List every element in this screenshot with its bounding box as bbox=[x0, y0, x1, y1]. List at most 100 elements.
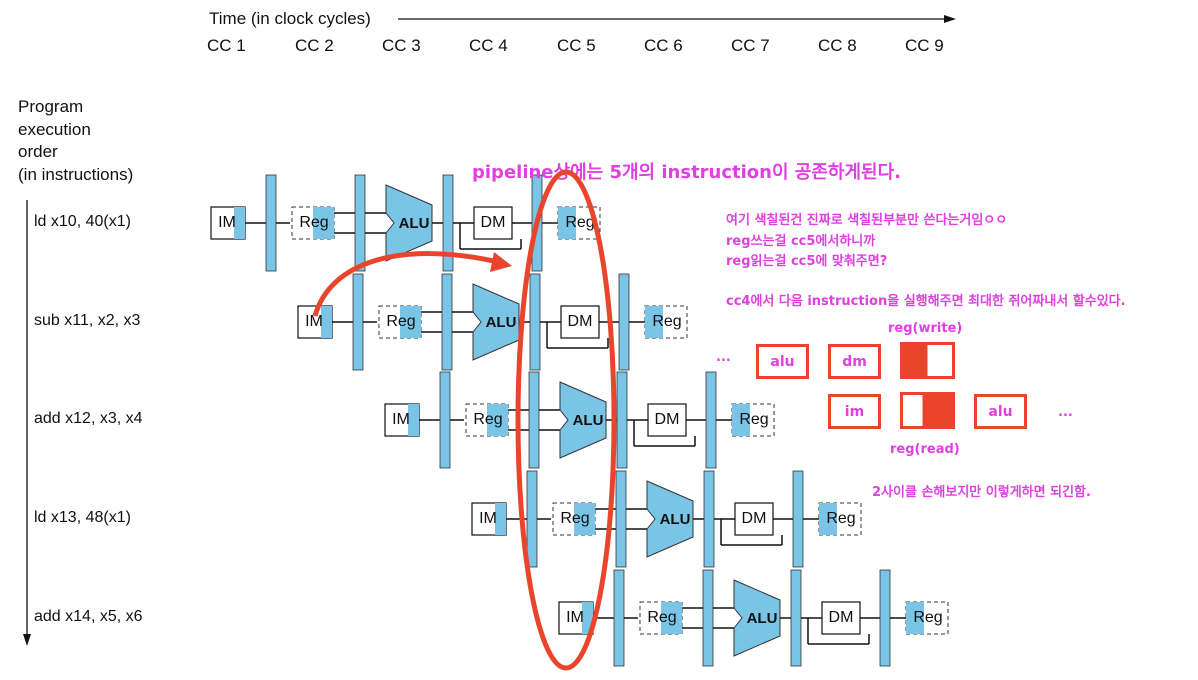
alu-shape bbox=[733, 579, 781, 657]
alu-label: ALU bbox=[660, 511, 691, 528]
pipeline-register bbox=[352, 273, 364, 371]
cc-label: CC 4 bbox=[469, 36, 508, 55]
reg-write-box bbox=[900, 342, 955, 379]
reg-label: Reg bbox=[560, 510, 589, 527]
order-axis-label: Program execution order (in instructions… bbox=[18, 96, 133, 186]
dm-label: DM bbox=[481, 214, 506, 231]
alu-shape bbox=[646, 480, 694, 558]
time-axis-arrow bbox=[398, 15, 956, 23]
cc-label: CC 2 bbox=[295, 36, 334, 55]
reg-label: Reg bbox=[826, 510, 855, 527]
im-label: IM bbox=[218, 214, 236, 231]
instruction-label: ld x10, 40(x1) bbox=[34, 213, 131, 230]
pipeline-register bbox=[792, 470, 804, 568]
order-label-line: order bbox=[18, 142, 58, 161]
reg-write-label: reg(write) bbox=[888, 321, 963, 336]
pipeline-register bbox=[265, 174, 277, 272]
pipeline-register bbox=[879, 569, 891, 667]
pipeline-row: IM Reg ALU DM Reg bbox=[471, 470, 862, 568]
pipeline-row: IM Reg ALU DM Reg bbox=[210, 174, 601, 272]
note-line: reg읽는걸 cc5에 맞춰주면? bbox=[726, 254, 888, 269]
pipeline-register bbox=[705, 371, 717, 469]
im-shade bbox=[321, 306, 332, 338]
pipeline-register bbox=[703, 470, 715, 568]
reg-label: Reg bbox=[299, 214, 328, 231]
reg-read-box bbox=[900, 392, 955, 429]
pipeline-register bbox=[441, 273, 453, 371]
reg-read-shade bbox=[313, 207, 334, 239]
cc-label: CC 5 bbox=[557, 36, 596, 55]
pipeline-register bbox=[439, 371, 451, 469]
dm-label: DM bbox=[829, 609, 854, 626]
cc-label: CC 6 bbox=[644, 36, 683, 55]
dm-box bbox=[821, 601, 861, 635]
alu-label: ALU bbox=[573, 412, 604, 429]
pipeline-register bbox=[529, 273, 541, 371]
alu-label: ALU bbox=[747, 610, 778, 627]
cc-label: CC 8 bbox=[818, 36, 857, 55]
cc-label: CC 3 bbox=[382, 36, 421, 55]
pipeline-row: IM Reg ALU DM Reg bbox=[297, 273, 688, 371]
instruction-label: ld x13, 48(x1) bbox=[34, 509, 131, 526]
pipeline-register bbox=[702, 569, 714, 667]
reg-label: Reg bbox=[739, 411, 768, 428]
pipeline-register bbox=[528, 371, 540, 469]
cc-label: CC 1 bbox=[207, 36, 246, 55]
pipeline-register bbox=[531, 174, 543, 272]
im-label: IM bbox=[479, 510, 497, 527]
reg-write-shade bbox=[819, 503, 837, 535]
dm-label: DM bbox=[655, 411, 680, 428]
pipeline-register bbox=[790, 569, 802, 667]
cc-label: CC 7 bbox=[731, 36, 770, 55]
reg-read-label: reg(read) bbox=[890, 442, 960, 457]
order-axis-arrow bbox=[23, 200, 31, 646]
pipeline-register bbox=[613, 569, 625, 667]
row1-dots: ... bbox=[716, 350, 731, 365]
reg-label: Reg bbox=[565, 214, 594, 231]
time-axis-label: Time (in clock cycles) bbox=[209, 9, 371, 28]
dm-label: DM bbox=[568, 313, 593, 330]
headline-annotation: pipeline상에는 5개의 instruction이 공존하게된다. bbox=[472, 162, 902, 183]
pipeline-register bbox=[615, 470, 627, 568]
dm-label: DM bbox=[742, 510, 767, 527]
bottom-note: 2사이클 손해보지만 이렇게하면 되긴함. bbox=[872, 485, 1091, 500]
row1-alu-box: alu bbox=[756, 344, 809, 379]
row2-im-box: im bbox=[828, 394, 881, 429]
reg-label: Reg bbox=[652, 313, 681, 330]
cc4-note: cc4에서 다음 instruction을 실행해주면 최대한 쥐어짜내서 할수… bbox=[726, 294, 1126, 309]
im-label: IM bbox=[305, 313, 323, 330]
reg-label: Reg bbox=[647, 609, 676, 626]
reg-label: Reg bbox=[386, 313, 415, 330]
reg-read-shade bbox=[661, 602, 682, 634]
reg-write-shade bbox=[645, 306, 663, 338]
reg-read-shade bbox=[487, 404, 508, 436]
reg-write-shade bbox=[906, 602, 924, 634]
instruction-label: sub x11, x2, x3 bbox=[34, 312, 141, 329]
row1-dm-box: dm bbox=[828, 344, 881, 379]
reg-label: Reg bbox=[473, 411, 502, 428]
cc-label: CC 9 bbox=[905, 36, 944, 55]
alu-label: ALU bbox=[486, 314, 517, 331]
order-label-line: execution bbox=[18, 119, 91, 139]
reg-write-shade bbox=[732, 404, 750, 436]
alu-shape bbox=[385, 184, 433, 262]
pipeline-register bbox=[442, 174, 454, 272]
note-line: reg쓰는걸 cc5에서하니까 bbox=[726, 234, 876, 249]
order-label-line: (in instructions) bbox=[18, 164, 134, 184]
im-shade bbox=[408, 404, 419, 436]
row2-alu-box: alu bbox=[974, 394, 1027, 429]
order-label-line: Program bbox=[18, 97, 84, 116]
dm-box bbox=[647, 403, 687, 437]
note-line: 여기 색칠된건 진짜로 색칠된부분만 쓴다는거임ㅇㅇ bbox=[726, 213, 1008, 228]
alu-label: ALU bbox=[399, 215, 430, 232]
im-label: IM bbox=[392, 411, 410, 428]
pipeline-register bbox=[354, 174, 366, 272]
im-label: IM bbox=[566, 609, 584, 626]
pipeline-register bbox=[618, 273, 630, 371]
im-shade bbox=[495, 503, 506, 535]
dm-box bbox=[734, 502, 774, 536]
instruction-label: add x12, x3, x4 bbox=[34, 410, 143, 427]
instruction-label: add x14, x5, x6 bbox=[34, 608, 143, 625]
pipeline-register bbox=[616, 371, 628, 469]
